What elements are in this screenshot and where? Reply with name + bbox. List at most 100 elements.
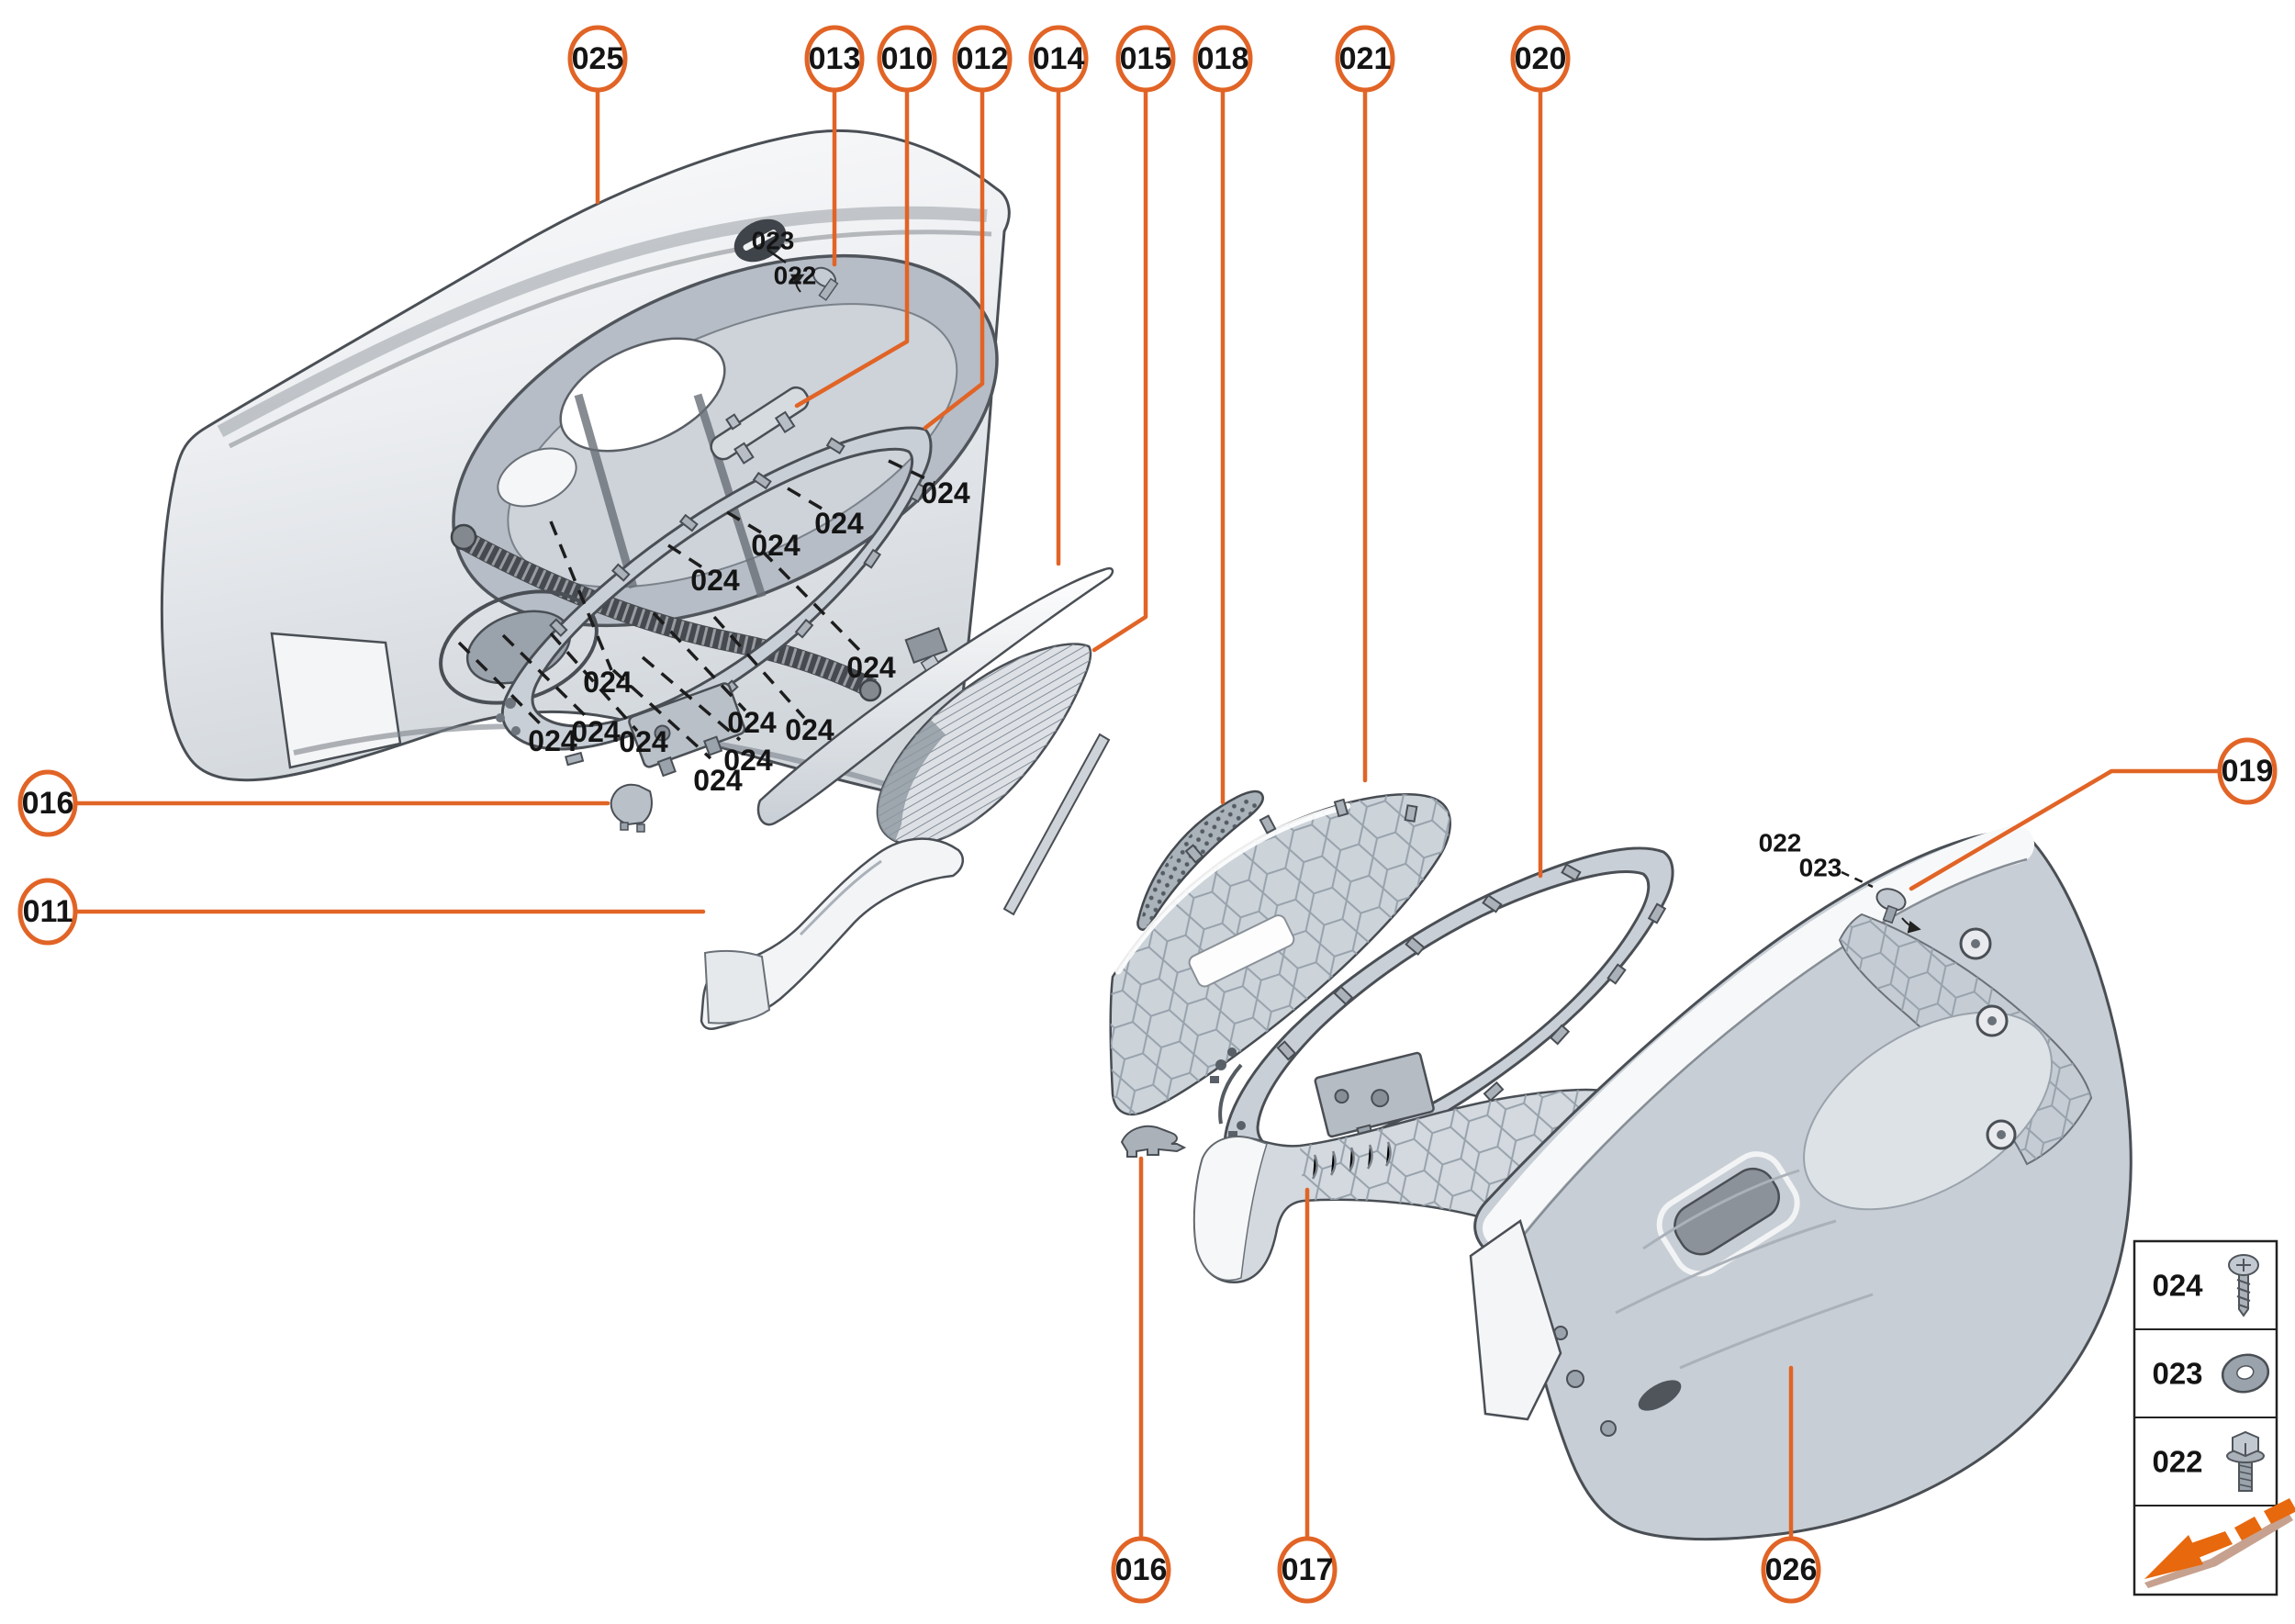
panel-foot-wedge bbox=[1469, 1218, 1562, 1421]
ref-label-024: 024 bbox=[690, 564, 740, 597]
mesh-label-plate bbox=[1188, 914, 1295, 988]
part-mesh-panel-021[interactable] bbox=[1109, 793, 1451, 1116]
ref-label-024: 024 bbox=[727, 706, 777, 739]
part-clip-016[interactable] bbox=[1120, 1125, 1187, 1158]
callout-025[interactable]: 025 bbox=[567, 25, 628, 93]
ref-label-023: 023 bbox=[1799, 854, 1842, 882]
ref-label-023: 023 bbox=[752, 227, 795, 255]
harness-braid-texture bbox=[454, 529, 877, 697]
cable-pulley bbox=[450, 523, 477, 551]
callout-016-bottom[interactable]: 016 bbox=[1111, 1536, 1171, 1604]
leader-012 bbox=[923, 87, 985, 431]
screw-reference-dashes bbox=[457, 459, 935, 760]
panel-armrest-recess bbox=[1803, 1011, 2053, 1211]
part-sill-blade-014[interactable] bbox=[756, 566, 1114, 826]
callout-021-label: 021 bbox=[1339, 41, 1392, 76]
sail-mounting-rail bbox=[1002, 733, 1111, 916]
panel-screws bbox=[1553, 1326, 1682, 1437]
part-clip-013[interactable] bbox=[789, 263, 839, 301]
insertion-arrow-icon bbox=[789, 274, 805, 293]
cable-pulley bbox=[858, 678, 882, 702]
callout-012-label: 012 bbox=[957, 41, 1009, 76]
leader-019 bbox=[1909, 768, 2222, 891]
legend-row-direction[interactable] bbox=[2144, 1498, 2295, 1588]
legend-row-bolt[interactable]: 022 bbox=[2152, 1430, 2265, 1492]
ref-label-024: 024 bbox=[619, 725, 668, 758]
leader-015 bbox=[1092, 87, 1148, 653]
screw-reference-labels: 024 024 024 024 024 024 024 024 024 024 … bbox=[528, 476, 970, 797]
ref-label-024: 024 bbox=[814, 507, 864, 540]
legend-label-022: 022 bbox=[2152, 1445, 2202, 1479]
ref-label-024: 024 bbox=[846, 651, 896, 684]
callout-018-label: 018 bbox=[1197, 41, 1249, 76]
callout-014-label: 014 bbox=[1033, 41, 1085, 76]
insertion-arrow-icon bbox=[1901, 917, 1921, 934]
pillar-trim-foot bbox=[703, 949, 771, 1025]
part-pillar-trim-011[interactable] bbox=[700, 837, 965, 1030]
washer-icon bbox=[2221, 1353, 2270, 1394]
panel-edge-bumpers bbox=[1959, 927, 2017, 1150]
pillar-trim-shade bbox=[799, 859, 882, 936]
callout-016-label: 016 bbox=[1115, 1552, 1168, 1587]
panel-pull-cutout bbox=[1656, 1151, 1800, 1277]
panel-ribs bbox=[1615, 1169, 1874, 1370]
frame-harness-connectors bbox=[1210, 1047, 1246, 1138]
mesh-top-rim bbox=[1114, 802, 1351, 975]
callout-011[interactable]: 011 bbox=[17, 878, 78, 946]
callout-026[interactable]: 026 bbox=[1761, 1536, 1821, 1604]
part-bolt-019[interactable] bbox=[1874, 885, 1921, 934]
carrier-frame-mount-plate bbox=[1314, 1051, 1435, 1142]
callout-021[interactable]: 021 bbox=[1335, 25, 1395, 93]
callout-019[interactable]: 019 bbox=[2217, 737, 2278, 805]
ref-label-024: 024 bbox=[751, 529, 800, 562]
callout-015[interactable]: 015 bbox=[1115, 25, 1176, 93]
callout-010-label: 010 bbox=[881, 41, 934, 76]
fastener-labels-right: 022 023 bbox=[1759, 829, 1842, 882]
regulator-rail bbox=[574, 393, 638, 589]
removal-direction-arrow-icon bbox=[2144, 1498, 2295, 1588]
part-speaker-sail-015[interactable] bbox=[876, 643, 1111, 916]
frame-wiring-harness bbox=[1218, 1063, 1243, 1125]
callout-018[interactable]: 018 bbox=[1192, 25, 1253, 93]
regulator-cable-harness bbox=[453, 528, 877, 698]
callout-016-label: 016 bbox=[22, 786, 74, 821]
callout-010[interactable]: 010 bbox=[877, 25, 937, 93]
callout-025-label: 025 bbox=[572, 41, 624, 76]
legend-row-washer[interactable]: 023 bbox=[2152, 1350, 2271, 1396]
panel-top-rail-edge bbox=[1519, 857, 2028, 1240]
callout-016-left[interactable]: 016 bbox=[17, 769, 78, 837]
callout-026-label: 026 bbox=[1765, 1552, 1818, 1587]
part-cap-016[interactable] bbox=[610, 783, 653, 833]
armrest-foot bbox=[1193, 1136, 1268, 1282]
door-crease-line bbox=[228, 230, 992, 449]
legend-row-screw[interactable]: 024 bbox=[2152, 1254, 2259, 1317]
callout-019-label: 019 bbox=[2222, 754, 2274, 789]
ref-label-024: 024 bbox=[723, 744, 773, 777]
part-bracket-010[interactable] bbox=[702, 375, 820, 474]
callout-013[interactable]: 013 bbox=[804, 25, 865, 93]
ref-label-024: 024 bbox=[921, 476, 970, 510]
label-connector-dash bbox=[1841, 870, 1874, 889]
part-door-trim-panel-026[interactable] bbox=[1469, 825, 2133, 1541]
leader-010 bbox=[794, 87, 910, 409]
callout-020-label: 020 bbox=[1515, 41, 1567, 76]
door-lightening-hole bbox=[559, 337, 726, 453]
callout-012[interactable]: 012 bbox=[952, 25, 1013, 93]
ref-label-024: 024 bbox=[785, 713, 834, 746]
bolt-icon bbox=[2226, 1430, 2265, 1492]
hardware-legend: 024 023 022 bbox=[2133, 1239, 2295, 1596]
callout-017-label: 017 bbox=[1282, 1552, 1334, 1587]
callout-014[interactable]: 014 bbox=[1028, 25, 1089, 93]
callout-020[interactable]: 020 bbox=[1510, 25, 1571, 93]
callout-bubbles: 025 013 010 012 014 015 018 021 bbox=[17, 25, 2278, 1604]
sail-edge-shade bbox=[877, 720, 946, 841]
callout-013-label: 013 bbox=[809, 41, 861, 76]
armrest-spring-detail bbox=[1311, 1141, 1392, 1180]
grille-perforation-texture bbox=[1141, 797, 1259, 925]
mesh-clips bbox=[1184, 798, 1418, 864]
part-seal-frame-012[interactable] bbox=[496, 426, 933, 780]
callout-017[interactable]: 017 bbox=[1277, 1536, 1338, 1604]
screw-icon bbox=[2228, 1254, 2259, 1317]
ref-label-022: 022 bbox=[774, 262, 817, 290]
